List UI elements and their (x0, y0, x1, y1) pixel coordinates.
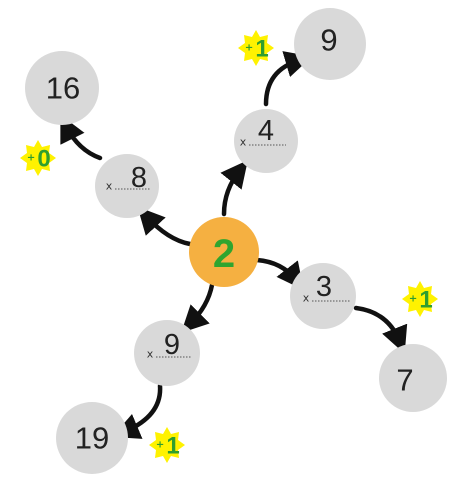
badge-value: 1 (255, 36, 268, 63)
branch-3: x 3 7 + 1 (290, 263, 447, 412)
factor-node-8 (95, 154, 159, 218)
result-value: 9 (320, 23, 337, 58)
result-node-19 (56, 402, 128, 474)
times-sign: x (147, 348, 154, 361)
starburst-icon (149, 427, 185, 463)
result-value: 19 (75, 421, 109, 456)
factor-node-9 (134, 320, 200, 386)
starburst-icon (402, 281, 438, 317)
result-node-7 (379, 344, 447, 412)
times-sign: x (240, 136, 247, 149)
badge-value: 1 (166, 433, 179, 460)
badge-value: 0 (37, 146, 50, 173)
branch-9: x 9 19 + 1 (56, 320, 200, 474)
arrow-factor-8-to-result-16 (60, 114, 103, 161)
badge-sign: + (27, 153, 35, 164)
arrow-center-to-factor-8 (137, 206, 193, 247)
factor-node-4 (234, 109, 298, 173)
branch-8: x 8 16 + 0 (20, 51, 159, 218)
arrow-center-to-factor-3 (254, 257, 304, 290)
arrow-factor-3-to-result-7 (353, 305, 408, 354)
starburst-icon (20, 140, 56, 176)
arrow-center-to-factor-4 (220, 160, 248, 217)
badge-sign: + (245, 43, 253, 54)
result-value: 7 (396, 363, 413, 398)
result-node-16 (25, 51, 99, 125)
times-sign: x (106, 180, 113, 193)
arrow-center-to-factor-9 (181, 282, 215, 333)
result-node-9 (294, 8, 366, 80)
center-node: 2 (189, 217, 259, 287)
factor-value: 8 (131, 162, 147, 194)
badge-plus-1: + 1 (149, 427, 185, 463)
center-circle (189, 217, 259, 287)
factor-value: 9 (164, 329, 180, 361)
factor-value: 4 (258, 115, 274, 147)
branch-4: x 4 9 + 1 (234, 8, 366, 173)
starburst-icon (238, 30, 274, 66)
badge-plus-0: + 0 (20, 140, 56, 176)
arrows (60, 51, 408, 439)
factor-node-3 (290, 263, 356, 329)
badge-sign: + (409, 294, 417, 305)
badge-plus-1: + 1 (402, 281, 438, 317)
center-value: 2 (213, 232, 235, 276)
times-sign: x (303, 292, 310, 305)
factor-value: 3 (316, 271, 332, 303)
arrow-factor-4-to-result-9 (263, 51, 313, 107)
result-value: 16 (46, 71, 80, 106)
badge-sign: + (156, 440, 164, 451)
badge-plus-1: + 1 (238, 30, 274, 66)
arrow-factor-9-to-result-19 (112, 383, 163, 439)
badge-value: 1 (419, 287, 432, 314)
